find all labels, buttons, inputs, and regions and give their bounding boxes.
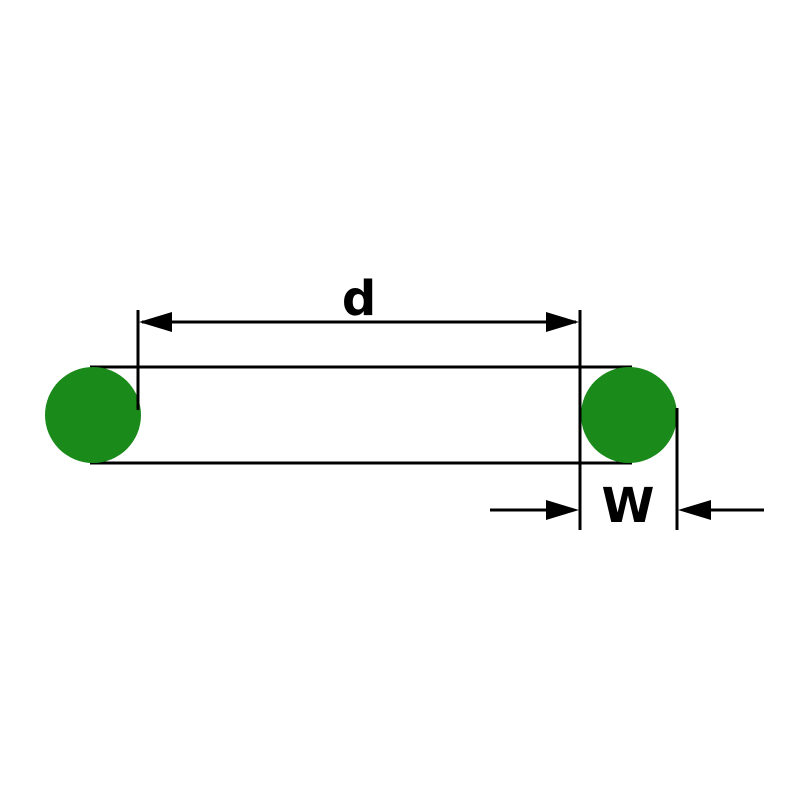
ring-body-lines (90, 365, 632, 465)
left-cross-section-circle (45, 367, 141, 463)
inner-diameter-label: d (342, 271, 376, 327)
w-arrowhead-right-icon (678, 500, 711, 520)
dimension-d-arrowheads (139, 312, 579, 332)
cross-section-width-label: W (602, 478, 655, 534)
right-cross-section-circle (581, 367, 677, 463)
d-arrowhead-left-icon (139, 312, 172, 332)
ring-cross-sections (45, 367, 677, 463)
dimension-d (136, 310, 582, 530)
d-arrowhead-right-icon (546, 312, 579, 332)
w-arrowhead-left-icon (546, 500, 579, 520)
dimension-w-arrowheads (546, 500, 711, 520)
